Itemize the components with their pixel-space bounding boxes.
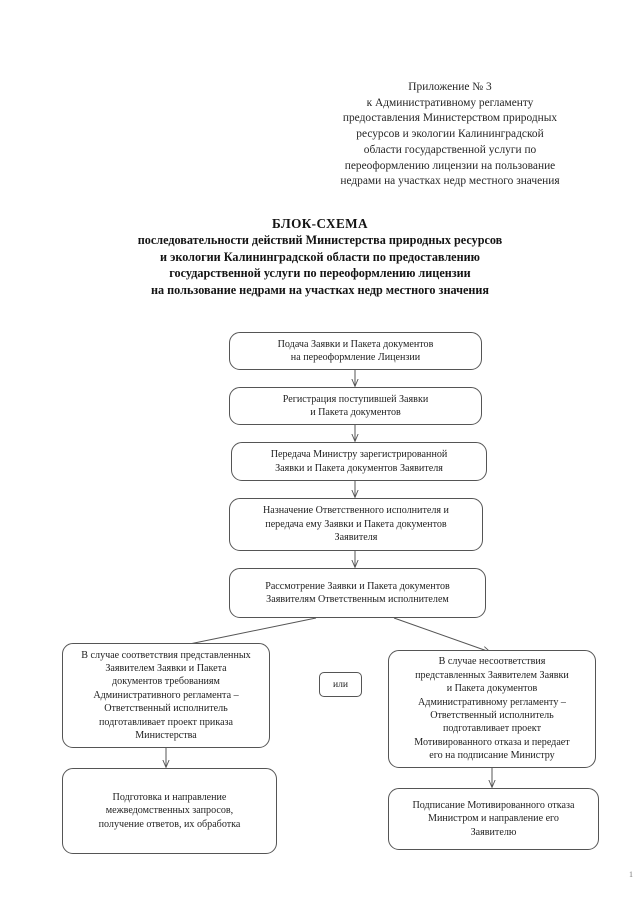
node-line: представленных Заявителем Заявки xyxy=(415,669,569,681)
node-line: Мотивированного отказа и передает xyxy=(414,736,570,748)
node-line: Заявки и Пакета документов Заявителя xyxy=(275,462,443,474)
node-line: Заявителем Заявки и Пакета xyxy=(105,662,227,674)
node-line: В случае соответствия представленных xyxy=(81,649,251,661)
node-line: Заявителям Ответственным исполнителем xyxy=(266,594,449,605)
node-line: межведомственных запросов, xyxy=(105,805,234,817)
node-line: или xyxy=(332,678,349,690)
title-subtitle-line: и экологии Калининградской области по пр… xyxy=(160,249,480,264)
header-line: к Административному регламенту xyxy=(366,96,534,109)
registration-box: Регистрация поступившей Заявки и Пакета … xyxy=(229,387,482,425)
page-title: БЛОК-СХЕМА xyxy=(272,216,368,231)
node-line: Рассмотрение Заявки и Пакета документов xyxy=(265,580,450,592)
header-line: области государственной услуги по xyxy=(363,143,537,156)
node-line: В случае несоответствия xyxy=(438,656,546,668)
node-line: передача ему Заявки и Пакета документов xyxy=(265,518,447,530)
header-line: Приложение № 3 xyxy=(408,81,492,93)
node-line: Передача Министру зарегистрированной xyxy=(270,449,448,461)
transfer-to-minister-box: Передача Министру зарегистрированной Зая… xyxy=(231,442,487,481)
or-connector-box: или xyxy=(319,672,362,697)
node-line: и Пакета документов xyxy=(446,683,538,695)
node-line: подготавливает проект xyxy=(442,723,541,735)
assign-executor-box: Назначение Ответственного исполнителя и … xyxy=(229,498,483,551)
node-line: Подача Заявки и Пакета документов xyxy=(277,338,434,350)
title-subtitle-line: государственной услуги по переоформлению… xyxy=(169,266,471,281)
node-line: его на подписание Министру xyxy=(429,750,555,762)
noncompliant-branch-box: В случае несоответствия представленных З… xyxy=(388,650,596,768)
node-line: Заявителя xyxy=(334,532,378,544)
document-title-block: БЛОК-СХЕМА последовательности действий М… xyxy=(20,216,620,298)
node-line: Ответственный исполнитель xyxy=(104,703,228,715)
submission-box: Подача Заявки и Пакета документов на пер… xyxy=(229,332,482,370)
appendix-header: Приложение № 3 к Административному регла… xyxy=(300,80,600,190)
refusal-signing-box: Подписание Мотивированного отказа Минист… xyxy=(388,788,599,850)
page-mark: 1 xyxy=(629,870,633,879)
node-line: Ответственный исполнитель xyxy=(430,710,554,721)
node-line: документов требованиям xyxy=(112,676,220,688)
node-line: Министром и направление его xyxy=(428,813,559,825)
node-line: Административного регламента – xyxy=(93,689,239,701)
node-line: Регистрация поступившей Заявки xyxy=(282,393,429,405)
header-line: переоформлению лицензии на пользование xyxy=(344,159,556,172)
node-line: получение ответов, их обработка xyxy=(98,818,241,830)
node-line: и Пакета документов xyxy=(310,407,401,418)
header-line: предоставления Министерством природных xyxy=(342,112,558,125)
review-box: Рассмотрение Заявки и Пакета документов … xyxy=(229,568,486,618)
compliant-branch-box: В случае соответствия представленных Зая… xyxy=(62,643,270,748)
node-line: на переоформление Лицензии xyxy=(290,352,421,363)
title-subtitle-line: на пользование недрами на участках недр … xyxy=(150,282,489,297)
node-line: Подготовка и направление xyxy=(112,791,227,803)
header-line: ресурсов и экологии Калининградской xyxy=(356,128,544,141)
title-subtitle-line: последовательности действий Министерства… xyxy=(137,233,503,248)
node-line: Назначение Ответственного исполнителя и xyxy=(263,505,449,517)
interagency-requests-box: Подготовка и направление межведомственны… xyxy=(62,768,277,854)
header-line: недрами на участках недр местного значен… xyxy=(340,175,560,188)
node-line: Заявителю xyxy=(470,826,517,838)
node-line: подготавливает проект приказа xyxy=(98,716,234,728)
node-line: Подписание Мотивированного отказа xyxy=(412,799,575,811)
node-line: Административному регламенту – xyxy=(418,696,566,708)
node-line: Министерства xyxy=(135,730,197,742)
